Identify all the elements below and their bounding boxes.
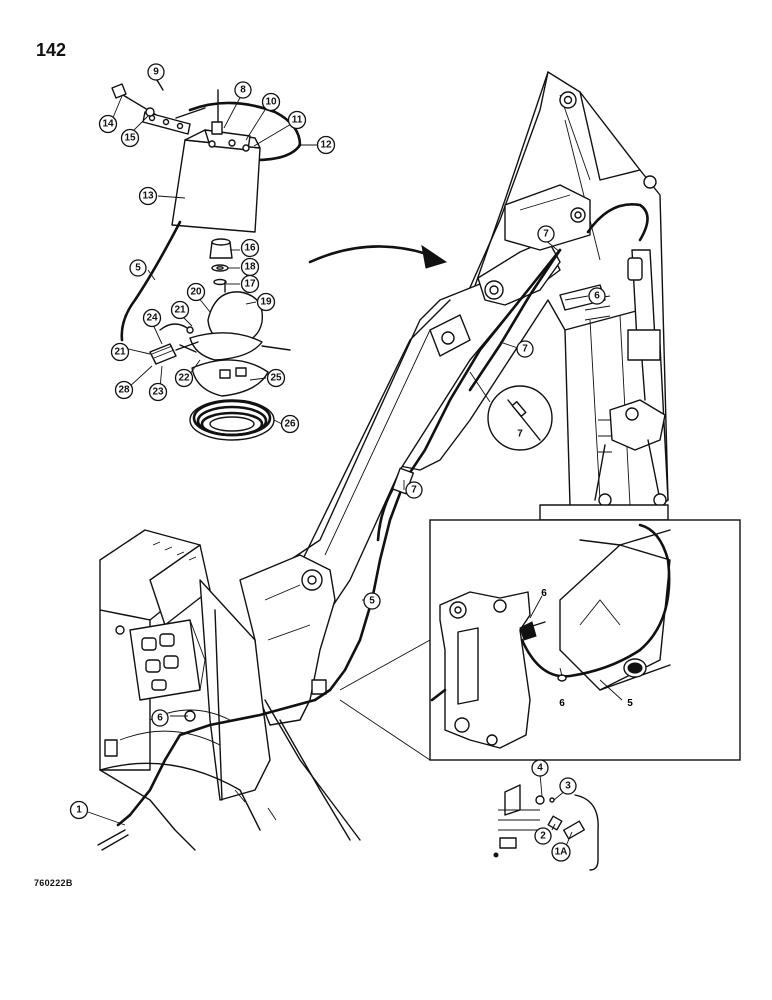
svg-text:28: 28 [118, 385, 130, 396]
callout-25: 25 [266, 368, 286, 388]
svg-text:17: 17 [244, 279, 256, 290]
svg-text:3: 3 [565, 781, 571, 792]
callout-5a: 5 [129, 259, 147, 277]
svg-text:2: 2 [540, 831, 546, 842]
callout-6b: 6 [151, 709, 169, 727]
callout-11: 11 [287, 110, 307, 130]
svg-text:10: 10 [265, 97, 277, 108]
callout-9: 9 [147, 63, 165, 81]
svg-text:7: 7 [522, 344, 528, 355]
wire-harness [97, 203, 649, 851]
callout-10: 10 [261, 92, 281, 112]
hardware-stack [209, 238, 233, 286]
svg-text:11: 11 [292, 115, 303, 126]
figure-code: 760222B [34, 878, 73, 888]
callout-20: 20 [186, 282, 206, 302]
svg-text:14: 14 [102, 119, 114, 130]
inset-label-6-bottom: 6 [559, 698, 565, 709]
callout-6a: 6 [588, 287, 606, 305]
callout-21b: 21 [110, 342, 130, 362]
horn-assembly [179, 281, 291, 397]
svg-text:23: 23 [152, 387, 164, 398]
callout-16: 16 [240, 238, 260, 258]
svg-text:15: 15 [124, 133, 136, 144]
callout-7d: 7 [405, 481, 423, 499]
svg-text:24: 24 [146, 313, 158, 324]
inset-label-6-top: 6 [541, 588, 547, 599]
svg-text:9: 9 [153, 67, 159, 78]
callout-24: 24 [142, 308, 162, 328]
callout-1: 1 [69, 800, 89, 820]
svg-text:1: 1 [76, 805, 82, 816]
svg-text:5: 5 [135, 263, 141, 274]
svg-text:20: 20 [190, 287, 202, 298]
svg-text:7: 7 [517, 429, 523, 440]
callout-7c: 7 [517, 429, 523, 440]
detail-circle-7 [469, 371, 553, 451]
callout-2: 2 [534, 827, 552, 845]
svg-text:6: 6 [594, 291, 600, 302]
svg-text:26: 26 [284, 419, 296, 430]
callout-3: 3 [559, 777, 577, 795]
svg-text:7: 7 [411, 485, 417, 496]
lamp-housing [171, 89, 261, 233]
callout-18: 18 [240, 257, 260, 277]
svg-text:8: 8 [240, 85, 246, 96]
svg-text:1A: 1A [555, 847, 568, 858]
svg-text:6: 6 [157, 713, 163, 724]
callout-1a: 1A [551, 842, 571, 862]
callout-17: 17 [240, 274, 260, 294]
callout-28: 28 [114, 380, 134, 400]
svg-text:7: 7 [543, 229, 549, 240]
svg-text:19: 19 [260, 297, 272, 308]
wire-coil [189, 399, 275, 441]
callout-13: 13 [138, 186, 158, 206]
swing-frame [99, 529, 361, 851]
callout-15: 15 [120, 128, 140, 148]
svg-text:13: 13 [142, 191, 154, 202]
callout-23: 23 [148, 382, 168, 402]
harness-lead [120, 220, 182, 342]
callout-26: 26 [280, 414, 300, 434]
bucket-cylinder [627, 249, 661, 401]
callout-14: 14 [98, 114, 118, 134]
callout-19: 19 [256, 292, 276, 312]
svg-text:22: 22 [178, 373, 190, 384]
arrow-indicator [308, 244, 448, 269]
inset-label-5: 5 [627, 698, 633, 709]
callout-21a: 21 [170, 300, 190, 320]
inset-detail [339, 519, 741, 761]
svg-text:21: 21 [174, 305, 186, 316]
callout-5b: 5 [363, 592, 381, 610]
svg-text:21: 21 [114, 347, 126, 358]
lower-hardware [493, 784, 599, 871]
callout-12: 12 [316, 135, 336, 155]
switch-cluster [149, 323, 199, 365]
callout-7b: 7 [516, 340, 534, 358]
callout-8: 8 [234, 81, 252, 99]
svg-text:4: 4 [537, 763, 543, 774]
callout-22: 22 [174, 368, 194, 388]
callout-7a: 7 [537, 225, 555, 243]
svg-text:12: 12 [320, 140, 332, 151]
svg-text:18: 18 [244, 262, 256, 273]
svg-text:5: 5 [369, 596, 375, 607]
callout-4: 4 [531, 759, 549, 777]
bolt-assembly [111, 79, 191, 135]
svg-text:16: 16 [244, 243, 256, 254]
control-valve [115, 619, 206, 722]
dipper-arm [394, 71, 669, 521]
page-number: 142 [36, 40, 67, 60]
svg-text:25: 25 [270, 373, 282, 384]
